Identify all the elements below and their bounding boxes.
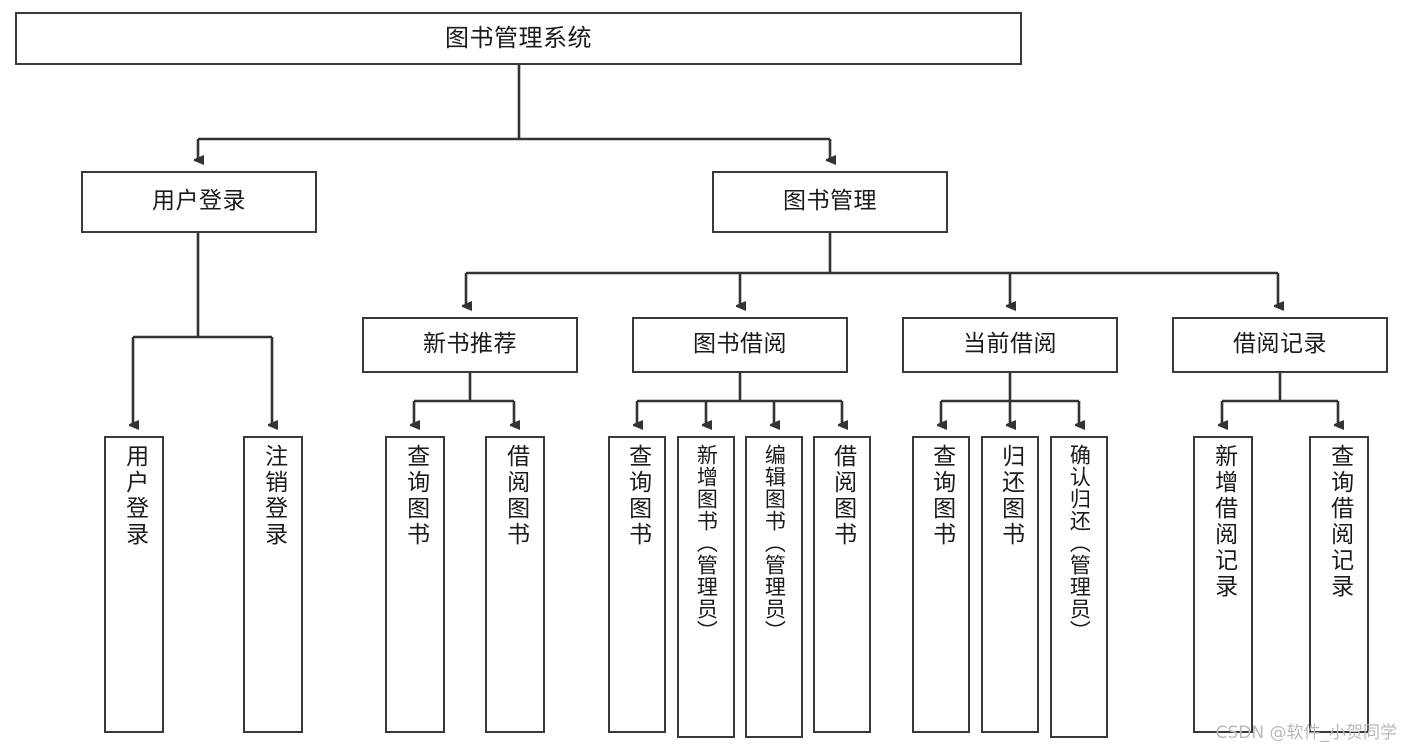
node-label: 图书管理 bbox=[783, 188, 877, 215]
node-book-borrow[interactable]: 图书借阅 bbox=[632, 317, 848, 373]
node-label: 图书借阅 bbox=[693, 331, 787, 358]
node-leaf-borrow-book-1[interactable]: 借阅图书 bbox=[485, 436, 545, 733]
node-user-login[interactable]: 用户登录 bbox=[81, 171, 317, 233]
node-label: 查询图书 bbox=[402, 444, 429, 548]
node-leaf-query-book-3[interactable]: 查询图书 bbox=[912, 436, 970, 733]
node-label: 图书管理系统 bbox=[445, 24, 592, 53]
node-label: 新书推荐 bbox=[423, 331, 517, 358]
node-leaf-query-book-2[interactable]: 查询图书 bbox=[608, 436, 666, 733]
node-leaf-confirm-return[interactable]: 确认归还（管理员） bbox=[1050, 436, 1108, 738]
node-label: 新增借阅记录 bbox=[1210, 444, 1237, 600]
node-borrow-record[interactable]: 借阅记录 bbox=[1172, 317, 1388, 373]
node-leaf-query-borrow-record[interactable]: 查询借阅记录 bbox=[1309, 436, 1369, 733]
node-label: 归还图书 bbox=[997, 444, 1024, 548]
node-leaf-query-book-1[interactable]: 查询图书 bbox=[385, 436, 445, 733]
node-label: 借阅记录 bbox=[1233, 331, 1327, 358]
node-label: 确认归还（管理员） bbox=[1067, 444, 1092, 642]
node-label: 用户登录 bbox=[152, 188, 246, 215]
node-leaf-add-borrow-record[interactable]: 新增借阅记录 bbox=[1193, 436, 1253, 733]
node-label: 借阅图书 bbox=[829, 444, 856, 548]
node-new-book-recommend[interactable]: 新书推荐 bbox=[362, 317, 578, 373]
node-label: 借阅图书 bbox=[502, 444, 529, 548]
node-label: 当前借阅 bbox=[963, 331, 1057, 358]
node-leaf-user-login[interactable]: 用户登录 bbox=[104, 436, 164, 733]
node-root-system[interactable]: 图书管理系统 bbox=[15, 12, 1022, 65]
node-current-borrow[interactable]: 当前借阅 bbox=[902, 317, 1118, 373]
node-label: 编辑图书（管理员） bbox=[762, 444, 787, 642]
node-leaf-add-book[interactable]: 新增图书（管理员） bbox=[677, 436, 735, 738]
node-leaf-edit-book[interactable]: 编辑图书（管理员） bbox=[745, 436, 803, 738]
node-label: 新增图书（管理员） bbox=[694, 444, 719, 642]
node-book-management[interactable]: 图书管理 bbox=[712, 171, 948, 233]
node-leaf-borrow-book-2[interactable]: 借阅图书 bbox=[813, 436, 871, 733]
node-label: 查询图书 bbox=[928, 444, 955, 548]
node-label: 查询借阅记录 bbox=[1326, 444, 1353, 600]
node-label: 查询图书 bbox=[624, 444, 651, 548]
node-label: 用户登录 bbox=[121, 444, 148, 548]
node-leaf-logout[interactable]: 注销登录 bbox=[243, 436, 303, 733]
node-label: 注销登录 bbox=[260, 444, 287, 548]
node-leaf-return-book[interactable]: 归还图书 bbox=[981, 436, 1039, 733]
